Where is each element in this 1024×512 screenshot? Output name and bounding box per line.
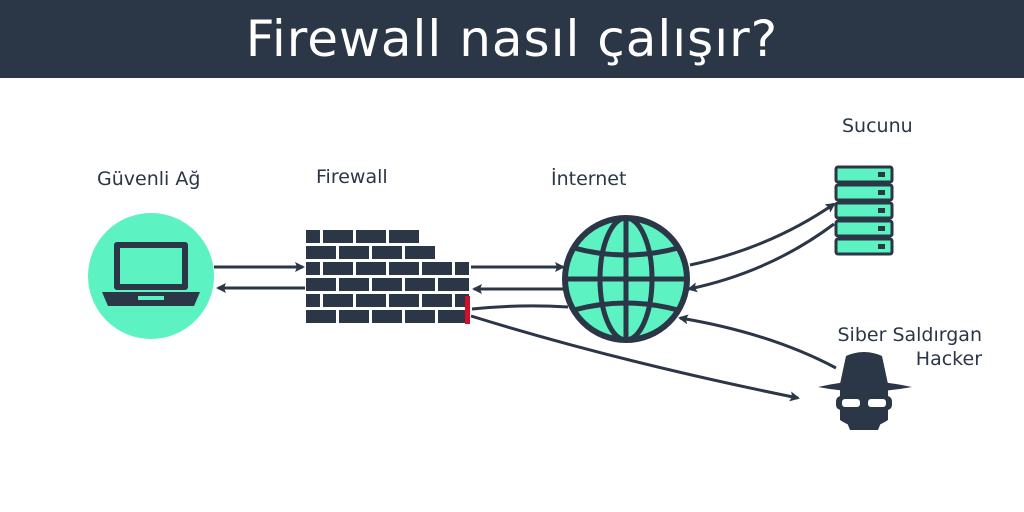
brick-wall-icon (306, 230, 469, 323)
hacker-icon (818, 352, 912, 430)
arrow-server-to-internet (687, 222, 835, 293)
blocked-marker (465, 296, 470, 324)
header-bar: Firewall nasıl çalışır? (0, 0, 1024, 78)
server-icon (834, 165, 894, 256)
page-title: Firewall nasıl çalışır? (245, 10, 779, 68)
attacker-label-line2: Hacker (915, 348, 982, 370)
firewall-label: Firewall (316, 166, 388, 188)
secure-network-label: Güvenli Ağ (97, 168, 201, 190)
connection-arrows (214, 202, 837, 402)
globe-icon (562, 215, 690, 343)
internet-label: İnternet (551, 168, 627, 190)
laptop-icon (88, 213, 214, 339)
arrow-block-to-hacker (470, 314, 800, 402)
arrow-hacker-to-internet (678, 314, 837, 370)
server-label: Sucunu (842, 115, 913, 137)
line-internet-to-block (471, 304, 569, 311)
attacker-label-line1: Siber Saldırgan (837, 324, 983, 346)
arrow-internet-to-server (689, 202, 836, 267)
attacker-label: Siber Saldırgan Hacker (838, 323, 983, 371)
